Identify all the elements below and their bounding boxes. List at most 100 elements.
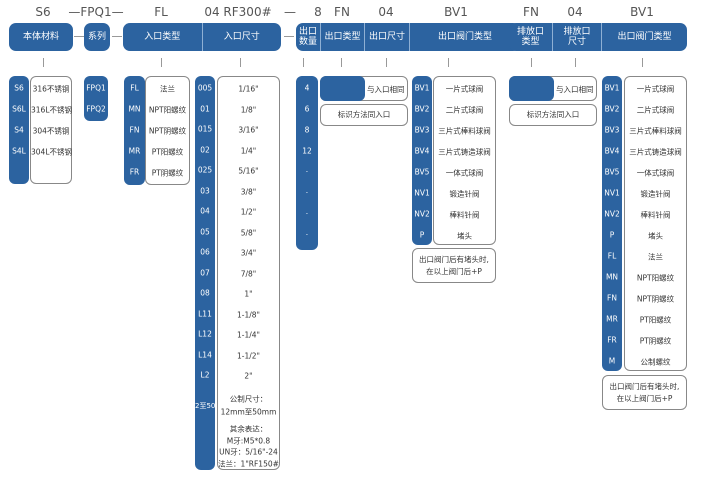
drain_valve-description: 公制螺纹 bbox=[640, 357, 671, 367]
outlet_qty-code: · bbox=[305, 251, 309, 261]
outlet_valve-code: BV2 bbox=[414, 104, 430, 114]
inlet_size-code: 07 bbox=[200, 268, 210, 277]
inlet_size-code: 06 bbox=[200, 247, 210, 257]
header-outlet-qty: 出口 数量 bbox=[296, 23, 321, 51]
header-outlet-size: 出口尺寸 bbox=[365, 23, 410, 51]
outlet_valve-description: 锻造针阀 bbox=[449, 189, 480, 199]
other-expression: 法兰：1"RF150# bbox=[218, 459, 279, 468]
material-description: 304不锈钢 bbox=[32, 126, 70, 136]
inlet_size-description: 1/2" bbox=[240, 207, 257, 217]
inlet_size-description: 1-1/4" bbox=[237, 330, 260, 340]
outlet_qty-code: 8 bbox=[304, 125, 310, 135]
drain_valve-code: M bbox=[608, 356, 616, 366]
outlet_valve-descriptions: 一片式球阀二片式球阀三片式棒料球阀三片式铸造球阀一体式球阀锻造针阀棒料针阀堵头 bbox=[433, 76, 496, 245]
outlet_valve-code: BV1 bbox=[414, 83, 430, 93]
drain_valve-description: 三片式铸造球阀 bbox=[629, 147, 682, 157]
tick bbox=[386, 58, 387, 67]
inlet_size-code: 04 bbox=[200, 206, 210, 216]
inlet_size-description: 5/8" bbox=[240, 228, 257, 237]
inlet_size-description: 3/8" bbox=[240, 187, 257, 196]
inlet_size-description: 1-1/2" bbox=[237, 351, 260, 360]
drain_valve-code: BV4 bbox=[604, 146, 620, 156]
drain_valve-code: P bbox=[609, 230, 615, 240]
inlet_size-description: 1" bbox=[244, 289, 253, 299]
metric-line: 公制尺寸： bbox=[229, 394, 268, 404]
header-drain: 排放口 类型 排放口 尺寸 出口阀门类型 bbox=[509, 23, 687, 51]
inlet_size-description: 5/16" bbox=[238, 166, 259, 176]
inlet_type-code: FN bbox=[129, 125, 140, 135]
drain_valve-code: MN bbox=[605, 272, 619, 282]
inlet_size-code: 08 bbox=[200, 288, 210, 298]
metric-code: 2至50 bbox=[195, 402, 216, 410]
header-drain-type: 排放口 类型 bbox=[509, 23, 553, 51]
outlet-note-line: 出口阀门后有堵头时, bbox=[419, 254, 489, 264]
material-code: S4L bbox=[12, 146, 26, 156]
material-code: S6L bbox=[12, 104, 26, 114]
header-drain-valve: 出口阀门类型 bbox=[617, 32, 672, 42]
drain_valve-code: BV3 bbox=[604, 125, 620, 135]
inlet_size-description: 1/16" bbox=[238, 84, 259, 94]
outlet_valve-description: 棒料针阀 bbox=[449, 210, 480, 220]
drain_valve-description: 三片式棒料球阀 bbox=[629, 126, 682, 136]
header-outlet-valve: 出口阀门类型 bbox=[437, 32, 492, 42]
other-expression: M牙:M5*0.8 bbox=[226, 436, 271, 445]
drain_valve-descriptions: 一片式球阀二片式球阀三片式棒料球阀三片式铸造球阀一体式球阀锻造针阀棒料针阀堵头法… bbox=[624, 76, 687, 371]
code-outlet-valve: BV1 bbox=[444, 5, 468, 19]
drain_valve-code: BV5 bbox=[604, 167, 620, 177]
outlet_valve-description: 一体式球阀 bbox=[445, 168, 484, 178]
code-outlet-qty: 8 bbox=[314, 5, 322, 19]
drain_valve-code: FR bbox=[607, 335, 617, 345]
code-dash: — bbox=[284, 5, 296, 19]
inlet_type-code: MR bbox=[128, 146, 141, 156]
inlet_size-code: L12 bbox=[198, 329, 212, 339]
outlet_qty-code: · bbox=[305, 167, 309, 177]
tick bbox=[531, 58, 532, 67]
inlet_size-description: 1/8" bbox=[240, 105, 257, 114]
inlet_type-description: PT阴螺纹 bbox=[151, 168, 184, 178]
inlet_type-code: FR bbox=[129, 167, 140, 177]
material-description: 316不锈钢 bbox=[32, 84, 70, 94]
inlet_size-code: 03 bbox=[200, 186, 210, 195]
inlet_size-description: 2" bbox=[244, 371, 253, 381]
drain_valve-code: NV2 bbox=[604, 209, 620, 219]
inlet_size-code: 015 bbox=[197, 124, 213, 134]
drain_valve-description: 锻造针阀 bbox=[640, 189, 671, 199]
outlet_qty-code: 12 bbox=[302, 146, 312, 156]
inlet_type-description: 法兰 bbox=[160, 84, 175, 94]
drain_valve-description: NPT阳螺纹 bbox=[636, 273, 675, 283]
outlet_qty-code: · bbox=[305, 209, 309, 219]
header-outlet: 出口 数量 出口类型 出口尺寸 出口阀门类型 bbox=[296, 23, 520, 51]
outlet_valve-code: BV4 bbox=[414, 146, 430, 156]
material-description: 304L不锈钢 bbox=[31, 147, 72, 157]
drain_valve-code: FN bbox=[607, 293, 617, 303]
outlet_qty-code: 6 bbox=[304, 104, 310, 114]
other-expression: 其余表达： bbox=[229, 424, 268, 434]
drain_valve-description: 法兰 bbox=[648, 252, 663, 262]
inlet_size-code: L11 bbox=[198, 309, 212, 318]
drain-type-method: 标识方法同入口 bbox=[509, 104, 597, 126]
inlet_size-description: 1-1/8" bbox=[237, 310, 260, 319]
material-code: S6 bbox=[14, 83, 24, 93]
metric-line: 12mm至50mm bbox=[220, 407, 277, 417]
outlet-note-line: 在以上阀门后+P bbox=[426, 266, 482, 276]
drain-note-line: 出口阀门后有堵头时, bbox=[609, 381, 680, 391]
drain_valve-code: NV1 bbox=[604, 188, 620, 198]
header-material: 本体材料 bbox=[9, 23, 73, 51]
inlet_size-code: 02 bbox=[200, 145, 210, 154]
drain_valve-code: BV1 bbox=[604, 83, 620, 93]
inlet_size-code: L14 bbox=[198, 350, 212, 359]
inlet_size-code: 05 bbox=[200, 227, 210, 236]
outlet_valve-code: P bbox=[419, 230, 425, 240]
code-outlet-size: 04 bbox=[378, 5, 394, 19]
drain_valve-description: 棒料针阀 bbox=[640, 210, 671, 220]
tick bbox=[303, 58, 304, 67]
inlet_size-code: 01 bbox=[200, 104, 210, 113]
code-series: —FPQ1— bbox=[68, 5, 124, 19]
